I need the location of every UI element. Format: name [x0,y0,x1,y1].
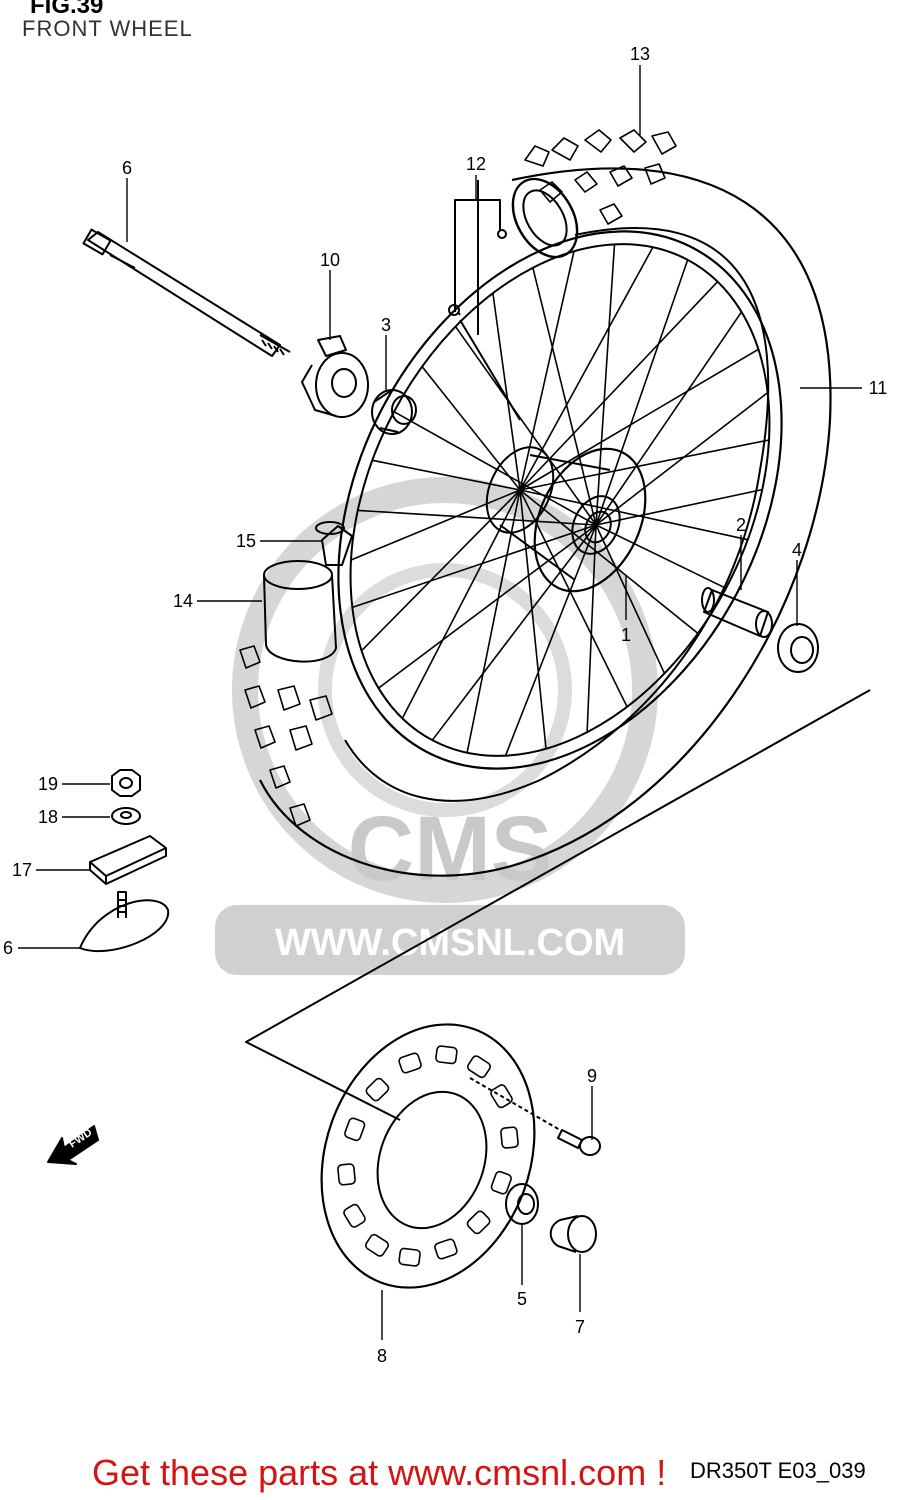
label-part-6: 6 [122,158,132,178]
washer-part-18 [111,807,141,825]
spoke [532,267,597,526]
label-part-15: 15 [236,531,256,551]
spoke [519,489,748,541]
spoke [519,348,759,491]
part-labels: 13 6 12 10 3 11 2 4 1 15 14 19 18 17 6 9… [3,44,887,1366]
leader-lines [18,65,862,1340]
disc-slot [500,1126,519,1149]
pad-part-17 [89,835,167,885]
watermark-brand: CMS [348,798,552,900]
speedometer-gearbox-part-10 [301,335,369,418]
watermark-url-badge [215,905,685,975]
spoke-nipple-part-12 [448,180,521,421]
spoke [361,489,521,652]
bolt-part-9 [469,1077,601,1156]
rim-band-part-14 [263,560,337,663]
valve-part-15 [315,521,353,566]
disc-slot [398,1052,422,1074]
spoke [466,489,521,753]
disc-slot [343,1203,366,1228]
label-part-5: 5 [517,1289,527,1309]
spoke [519,281,719,491]
spoke [595,311,743,526]
label-part-3: 3 [381,315,391,335]
label-part-14: 14 [173,591,193,611]
rim-lock-part-6 [79,891,170,953]
disc-slot [490,1084,513,1109]
hub [485,446,647,593]
axle-part-6 [82,228,291,357]
label-part-19: 19 [38,774,58,794]
spoke [454,326,597,526]
brake-disc-part-8 [320,1023,536,1289]
spoke [350,489,521,561]
disc-slot [466,1210,491,1235]
disc-slot [466,1055,492,1079]
spoke [421,366,521,491]
spoke [401,489,521,719]
spoke [519,489,699,635]
spoke [519,246,654,491]
label-part-17: 17 [12,860,32,880]
label-part-12: 12 [466,154,486,174]
fwd-arrow-icon [47,1125,99,1165]
spoke [595,524,666,674]
spoke [519,251,575,491]
label-part-1: 1 [621,625,631,645]
footer-link[interactable]: Get these parts at www.cmsnl.com ! [92,1452,667,1493]
label-part-7: 7 [575,1317,585,1337]
spoke [393,411,597,526]
spoke [519,439,770,491]
spoke [595,244,616,526]
spoke [586,524,597,733]
spoke [492,293,521,491]
bearing-part-3 [371,389,417,435]
bearing-part-4 [777,623,819,673]
disc-slot [490,1170,512,1195]
disc-slot [434,1238,458,1260]
assembly-guide-lines [245,689,871,1121]
figure-subtitle: FRONT WHEEL [22,16,193,41]
spacer-part-2 [701,587,773,638]
figure-title: FIG.39 [30,0,104,19]
cms-watermark: CMS WWW.CMSNL.COM [215,477,685,975]
label-part-4: 4 [792,540,802,560]
label-part-2: 2 [736,515,746,535]
disc-slot [398,1247,421,1267]
label-part-10: 10 [320,250,340,270]
label-part-13: 13 [630,44,650,64]
spoke [595,259,689,526]
label-part-18: 18 [38,807,58,827]
disc-slot [344,1117,366,1142]
label-part-8: 8 [377,1346,387,1366]
spoke [504,524,597,756]
spoke [595,488,763,526]
label-part-9: 9 [587,1066,597,1086]
spoke [378,524,597,689]
nut-part-19 [111,769,141,797]
spoke [519,489,547,749]
watermark-url: WWW.CMSNL.COM [275,922,625,964]
diagram-code: DR350T E03_039 [690,1458,866,1483]
disc-slot [337,1163,356,1186]
spoke [372,459,521,491]
spoke [595,524,727,590]
disc-slot [435,1045,458,1065]
bearing-part-5 [505,1183,539,1225]
spoke [357,509,597,526]
spoke [431,524,597,741]
spoke [595,391,769,526]
spokes [350,244,770,756]
spoke [519,489,628,708]
label-part-6-rimlock: 6 [3,938,13,958]
disc-slot [365,1077,390,1102]
label-part-11: 11 [869,378,888,398]
spoke [352,524,597,609]
collar-part-7 [549,1215,597,1253]
disc-slot [364,1233,390,1257]
